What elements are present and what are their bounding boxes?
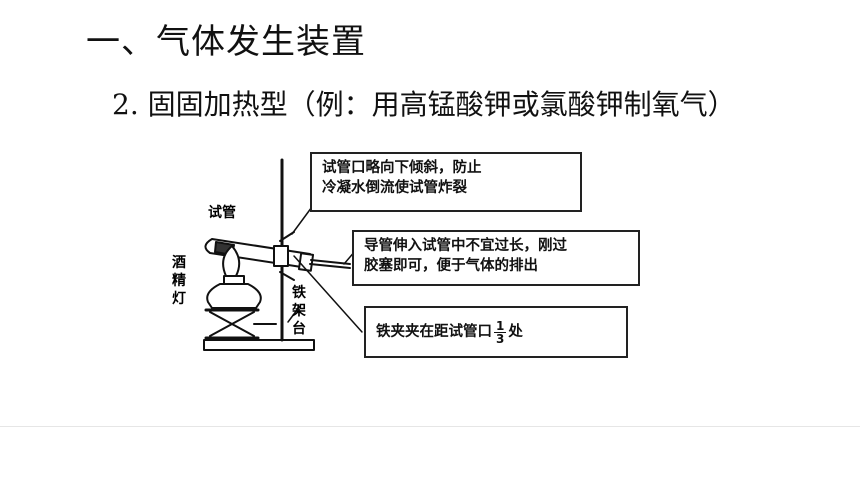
callout-line: 导管伸入试管中不宜过长，刚过 bbox=[364, 238, 567, 254]
callout-line: 试管口略向下倾斜，防止 bbox=[322, 160, 482, 176]
apparatus-drawing bbox=[203, 158, 363, 351]
label-test-tube: 试管 bbox=[208, 205, 236, 221]
label-alcohol-lamp-char: 酒 bbox=[172, 255, 186, 271]
callout-tube-mouth: 试管口略向下倾斜，防止 冷凝水倒流使试管炸裂 bbox=[310, 152, 582, 212]
leader-clamp bbox=[293, 255, 363, 333]
fraction-numerator: 1 bbox=[494, 318, 507, 333]
flame bbox=[222, 245, 241, 277]
label-iron-stand-char: 铁 bbox=[292, 285, 306, 301]
callout-clamp: 铁夹夹在距试管口 1 3 处 bbox=[364, 306, 628, 358]
stand-base bbox=[203, 339, 315, 351]
label-iron-stand-char: 架 bbox=[292, 303, 306, 319]
alcohol-lamp bbox=[206, 283, 262, 309]
callout-clamp-suffix: 处 bbox=[508, 324, 523, 340]
callout-clamp-text: 铁夹夹在距试管口 bbox=[376, 324, 492, 340]
stopper bbox=[297, 252, 315, 272]
section-subtitle: 2. 固固加热型（例：用高锰酸钾或氯酸钾制氧气） bbox=[112, 88, 736, 121]
jack-leg-2 bbox=[209, 311, 255, 337]
label-iron-stand: 铁 架 台 bbox=[292, 284, 308, 338]
callout-line: 胶塞即可，便于气体的排出 bbox=[364, 258, 538, 274]
callout-line: 冷凝水倒流使试管炸裂 bbox=[322, 180, 467, 196]
clamp-finger-bottom bbox=[279, 271, 295, 281]
label-iron-stand-char: 台 bbox=[292, 321, 306, 337]
slide: 一、气体发生装置 2. 固固加热型（例：用高锰酸钾或氯酸钾制氧气） bbox=[86, 22, 736, 372]
fraction-denominator: 3 bbox=[496, 331, 505, 346]
label-alcohol-lamp-char: 精 bbox=[172, 273, 186, 289]
delivery-tube bbox=[310, 259, 351, 265]
clamp-jaw bbox=[273, 245, 289, 267]
delivery-tube-inner bbox=[309, 263, 351, 269]
page-title: 一、气体发生装置 bbox=[86, 22, 366, 62]
bottom-band bbox=[0, 426, 860, 485]
label-alcohol-lamp-char: 灯 bbox=[172, 291, 186, 307]
fraction: 1 3 bbox=[494, 318, 507, 346]
label-alcohol-lamp: 酒 精 灯 bbox=[172, 254, 188, 308]
leader-stand bbox=[287, 305, 301, 323]
lamp-wick-holder bbox=[223, 275, 245, 285]
callout-delivery-tube: 导管伸入试管中不宜过长，刚过 胶塞即可，便于气体的排出 bbox=[352, 230, 640, 286]
apparatus-diagram: 试管 酒 精 灯 铁 架 台 试管口略向下倾斜，防止 冷凝水倒流使试管炸裂 导管… bbox=[160, 146, 640, 372]
